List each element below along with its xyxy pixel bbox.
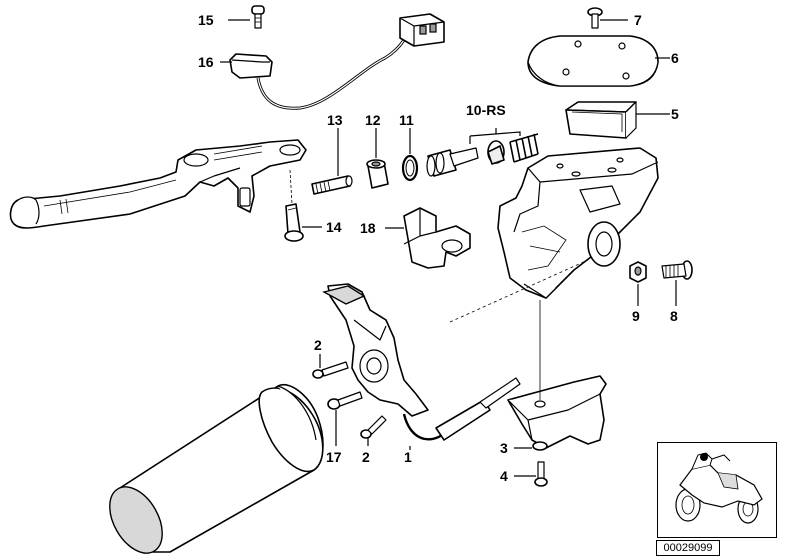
part-5-seal <box>565 101 637 139</box>
part-4-screw <box>534 461 548 487</box>
lower-cover-bracket <box>507 375 607 451</box>
part-2-screw-lower <box>360 415 387 439</box>
callout-8: 8 <box>670 308 678 324</box>
master-cylinder-housing <box>497 147 659 299</box>
callout-2-lower: 2 <box>362 449 370 465</box>
part-18-clip <box>403 207 471 269</box>
part-7-screw <box>587 7 603 29</box>
callout-3: 3 <box>500 440 508 456</box>
callout-15: 15 <box>198 12 214 28</box>
part-15-screw <box>251 5 265 29</box>
callout-6: 6 <box>671 50 679 66</box>
callout-13: 13 <box>327 112 343 128</box>
part-2-screw-upper <box>312 361 349 379</box>
callout-12: 12 <box>365 112 381 128</box>
callout-17: 17 <box>326 449 342 465</box>
part-17-washer-screw <box>327 391 363 410</box>
part-8-screw <box>661 260 693 280</box>
motorcycle-icon <box>675 452 763 524</box>
callout-18: 18 <box>360 220 376 236</box>
reference-number: 00029099 <box>656 540 720 556</box>
part-11-circlip <box>401 154 419 182</box>
callout-11: 11 <box>399 112 414 128</box>
part-13-adjusting-screw <box>311 175 353 195</box>
handlebar-grip <box>109 383 324 554</box>
callout-7: 7 <box>634 12 642 28</box>
motorcycle-locator-inset <box>657 442 777 538</box>
part-16-switch-cable <box>229 13 445 110</box>
part-14-pin <box>284 203 304 242</box>
callout-4: 4 <box>500 468 508 484</box>
callout-9: 9 <box>632 308 640 324</box>
callout-2-upper: 2 <box>314 337 322 353</box>
callout-10-rs: 10-RS <box>466 102 506 118</box>
brake-lever <box>9 139 307 229</box>
callout-1: 1 <box>404 449 412 465</box>
callout-14: 14 <box>326 219 342 235</box>
part-1-throttle-carrier <box>322 283 521 441</box>
part-12-bushing <box>366 159 389 189</box>
part-9-nut <box>629 261 647 283</box>
part-10-rs-piston-kit <box>426 133 539 177</box>
callout-5: 5 <box>671 106 679 122</box>
callout-16: 16 <box>198 54 214 70</box>
part-6-cover <box>527 35 659 87</box>
